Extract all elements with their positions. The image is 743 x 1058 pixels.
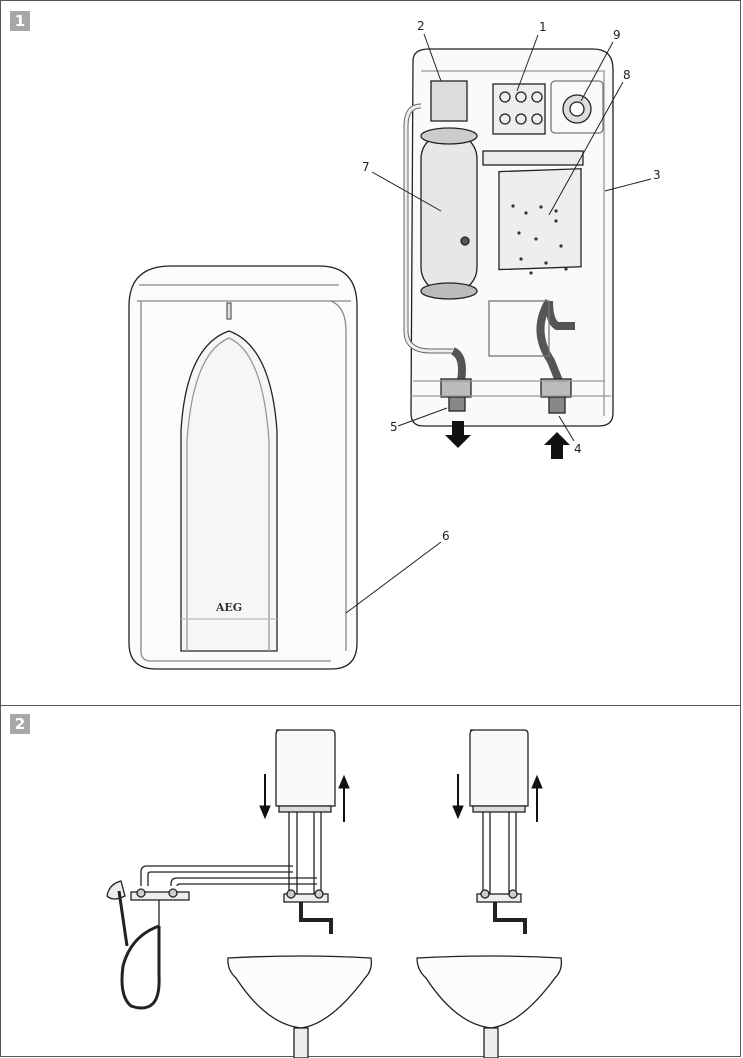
callout-7: 7 — [362, 160, 370, 174]
figure-2-drawing — [106, 729, 563, 1058]
callout-2: 2 — [417, 19, 425, 33]
outlet-arrow — [445, 421, 471, 448]
figure-2-badge: 2 — [10, 714, 30, 734]
figure-2-panel: 2 — [0, 705, 741, 1058]
aeg-logo: AEG — [215, 601, 242, 614]
callout-6: 6 — [442, 529, 450, 543]
appliance-internal — [403, 48, 614, 427]
figure-1-drawing: AEG — [128, 19, 661, 670]
callout-lines — [345, 33, 652, 614]
callout-3: 3 — [653, 168, 661, 182]
installation-with-shower — [106, 729, 373, 1058]
callout-labels: 1 2 3 4 5 6 7 8 9 — [362, 19, 661, 543]
callout-1: 1 — [539, 20, 547, 34]
figure-1-badge: 1 — [10, 11, 30, 31]
left-flow-arrows — [259, 774, 350, 822]
right-flow-arrows — [452, 774, 543, 822]
installation-basin-only — [416, 729, 563, 1058]
callout-5: 5 — [390, 420, 398, 434]
figure-1-panel: 1 AEG — [0, 0, 741, 706]
callout-8: 8 — [623, 68, 631, 82]
appliance-cover — [128, 265, 358, 670]
callout-9: 9 — [613, 28, 621, 42]
inlet-arrow — [544, 432, 570, 459]
callout-4: 4 — [574, 442, 582, 456]
